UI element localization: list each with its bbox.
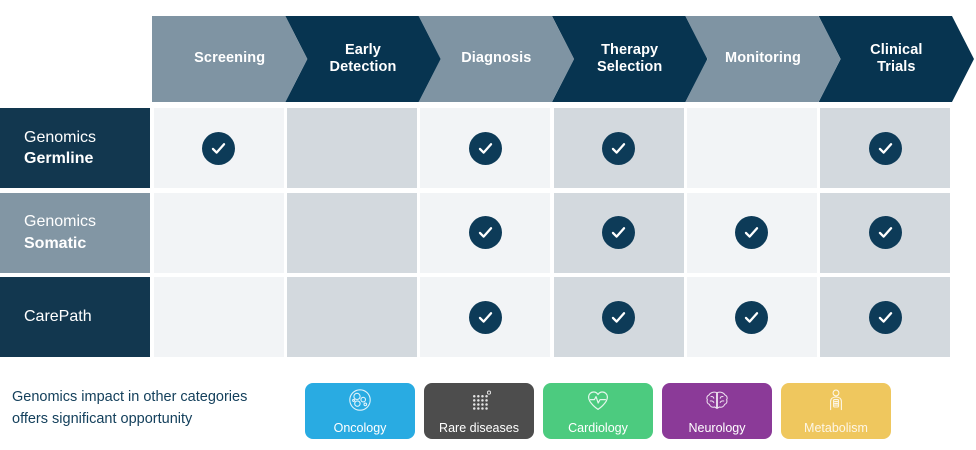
category-card-oncology[interactable]: Oncology [305, 383, 415, 439]
category-card-cardiology[interactable]: Cardiology [543, 383, 653, 439]
category-card-metabolism[interactable]: Metabolism [781, 383, 891, 439]
category-legend: Oncology Rare diseases Cardiology Neurology… [305, 383, 891, 439]
matrix-cell[interactable] [553, 192, 684, 273]
check-circle-icon [735, 300, 769, 334]
journey-stage-monitoring[interactable]: Monitoring [685, 16, 840, 102]
heart-pulse-icon [583, 387, 613, 413]
check-circle-icon [468, 216, 502, 249]
row-label-line-1: Genomics [24, 213, 97, 231]
matrix-cell[interactable] [686, 277, 818, 357]
matrix-cell[interactable] [153, 277, 284, 357]
journey-stage-early-detection[interactable]: Early Detection [285, 16, 440, 102]
body-torso-icon [821, 387, 851, 413]
caption-line-2: offers significant opportunity [12, 411, 193, 428]
check-circle-icon [735, 216, 769, 249]
journey-stage-label: Diagnosis [461, 50, 532, 67]
matrix-cell[interactable] [286, 192, 418, 273]
matrix-cell[interactable] [820, 108, 951, 188]
matrix-cell[interactable] [153, 192, 284, 273]
category-card-label: Cardiology [568, 420, 628, 435]
journey-stage-diagnosis[interactable]: Diagnosis [419, 16, 574, 102]
matrix-cell[interactable] [686, 108, 818, 188]
journey-stage-screening[interactable]: Screening [152, 16, 307, 102]
brain-icon [702, 387, 732, 413]
matrix-cell[interactable] [420, 108, 551, 188]
cells-icon [345, 387, 375, 413]
check-circle-icon [868, 216, 902, 249]
category-card-neurology[interactable]: Neurology [662, 383, 772, 439]
check-circle-icon [602, 216, 636, 249]
journey-stage-label: Screening [194, 50, 266, 67]
category-card-label: Rare diseases [439, 420, 519, 435]
check-circle-icon [602, 131, 636, 165]
matrix-cell[interactable] [553, 277, 684, 357]
matrix-cell[interactable] [820, 192, 951, 273]
row-label-line-1: CarePath [24, 308, 92, 326]
matrix-cell[interactable] [553, 108, 684, 188]
matrix-row-label-carepath[interactable]: CarePath [0, 277, 150, 357]
category-card-rare-diseases[interactable]: Rare diseases [424, 383, 534, 439]
matrix-cell[interactable] [286, 108, 418, 188]
caption-line-1: Genomics impact in other categories [12, 389, 248, 405]
journey-stage-label: Early Detection [329, 41, 397, 75]
matrix-cell[interactable] [420, 277, 551, 357]
category-card-label: Metabolism [804, 420, 868, 435]
check-circle-icon [868, 131, 902, 165]
matrix-cell[interactable] [420, 192, 551, 273]
category-card-label: Neurology [688, 420, 746, 435]
check-circle-icon [468, 300, 502, 334]
row-label-line-1: Genomics [24, 128, 97, 146]
matrix-cell[interactable] [286, 277, 418, 357]
journey-stage-label: Monitoring [725, 50, 801, 67]
check-circle-icon [868, 300, 902, 334]
check-circle-icon [202, 131, 236, 165]
category-card-label: Oncology [333, 420, 387, 435]
patient-journey-header: Screening Early Detection Diagnosis Therapy… [152, 16, 952, 102]
matrix-cell[interactable] [686, 192, 818, 273]
journey-stage-label: Therapy Selection [596, 41, 663, 75]
row-label-line-2: Germline [24, 150, 94, 167]
check-circle-icon [602, 300, 636, 334]
journey-stage-label: Clinical Trials [870, 41, 923, 75]
journey-stage-clinical-trials[interactable]: Clinical Trials [819, 16, 974, 102]
dot-grid-icon [464, 387, 494, 413]
row-label-line-2: Somatic [24, 234, 87, 252]
matrix-cell[interactable] [820, 277, 951, 357]
matrix-cell[interactable] [153, 108, 284, 188]
check-circle-icon [468, 131, 502, 165]
footer-caption: Genomics impact in other categories offe… [12, 386, 292, 431]
journey-stage-therapy-selection[interactable]: Therapy Selection [552, 16, 707, 102]
